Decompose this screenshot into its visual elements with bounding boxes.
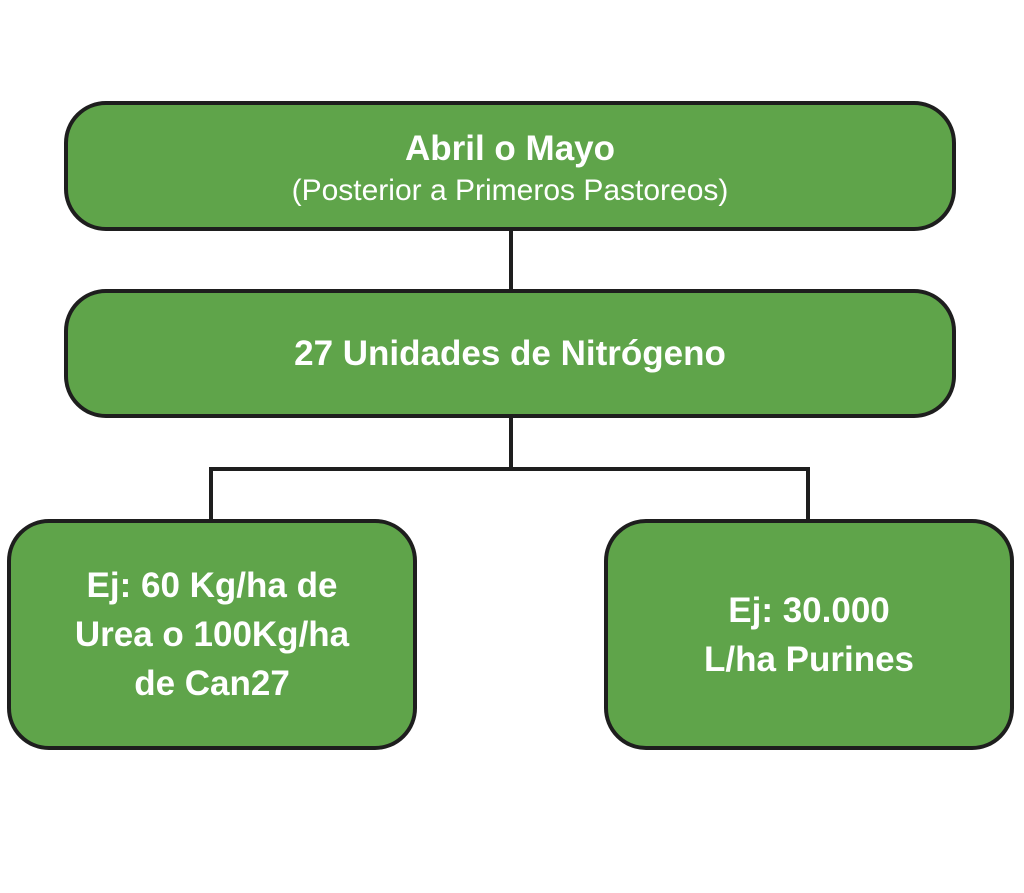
node-urea-line: de Can27 [134, 664, 290, 703]
node-purines-example: Ej: 30.000 L/ha Purines [604, 519, 1014, 750]
connector-horizontal [209, 467, 810, 471]
connector-left-down [209, 467, 213, 521]
node-nitrogen-title: 27 Unidades de Nitrógeno [294, 334, 726, 373]
node-urea-example: Ej: 60 Kg/ha de Urea o 100Kg/ha de Can27 [7, 519, 417, 750]
node-nitrogen-units: 27 Unidades de Nitrógeno [64, 289, 956, 418]
node-urea-line: Urea o 100Kg/ha [74, 615, 350, 654]
connector-top-middle [509, 228, 513, 291]
node-urea-line: Ej: 60 Kg/ha de [86, 566, 338, 605]
node-purines-line: Ej: 30.000 [728, 590, 890, 630]
node-timing-subtitle: (Posterior a Primeros Pastoreos) [291, 173, 729, 207]
connector-middle-down [509, 415, 513, 471]
node-timing-title: Abril o Mayo [404, 128, 616, 168]
connector-right-down [806, 467, 810, 521]
node-timing: Abril o Mayo (Posterior a Primeros Pasto… [64, 101, 956, 231]
node-purines-line: L/ha Purines [703, 639, 915, 679]
